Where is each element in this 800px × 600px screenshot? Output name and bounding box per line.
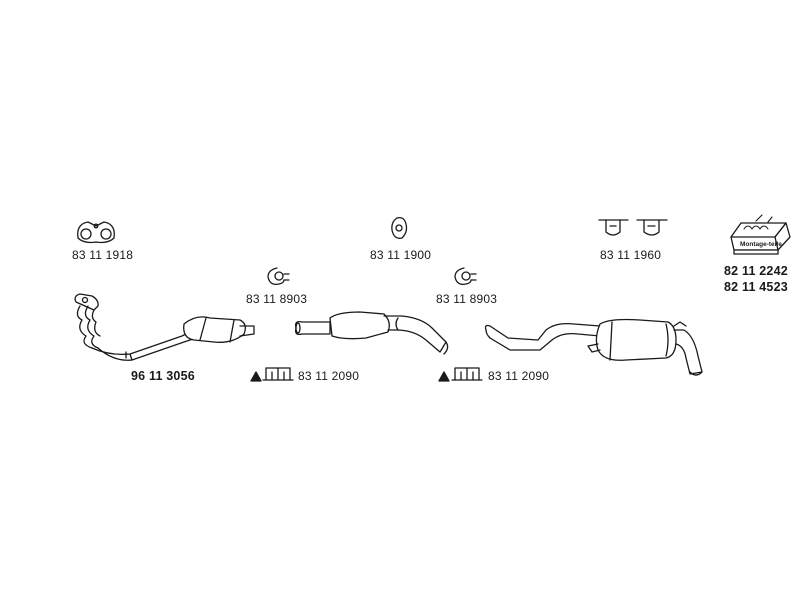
warning-triangle-icon (250, 371, 262, 382)
part-number-mounting-kit-2: 82 11 4523 (724, 280, 788, 294)
part-number-rubber-ring: 83 11 1900 (370, 248, 432, 262)
exhaust-hanger-icon (598, 219, 629, 236)
part-number-clamp-front: 83 11 8903 (246, 292, 308, 306)
bracket-clamp-icon (262, 367, 294, 381)
part-number-hanger: 83 11 1960 (600, 248, 662, 262)
exhaust-gasket-icon (77, 221, 115, 244)
part-number-bracket-clamp-rear: 83 11 2090 (488, 369, 550, 383)
mounting-kit-box-label: Montage-teile (740, 241, 782, 248)
catalytic-converter-pipe (74, 293, 255, 361)
warning-triangle-icon (438, 371, 450, 382)
rubber-ring-icon (391, 216, 408, 239)
rear-silencer (484, 318, 703, 376)
part-number-exhaust-gasket: 83 11 1918 (72, 248, 134, 262)
bracket-clamp-icon (451, 367, 483, 381)
part-number-mounting-kit-1: 82 11 2242 (724, 264, 788, 278)
part-number-catalytic-converter: 96 11 3056 (131, 369, 195, 383)
exhaust-hanger-icon (636, 219, 668, 236)
pipe-clamp-icon (454, 267, 477, 285)
mounting-kit-box-icon: Montage-teile (730, 214, 791, 255)
intermediate-silencer (294, 311, 449, 355)
pipe-clamp-icon (267, 267, 290, 285)
part-number-clamp-rear: 83 11 8903 (436, 292, 498, 306)
part-number-bracket-clamp-front: 83 11 2090 (298, 369, 360, 383)
